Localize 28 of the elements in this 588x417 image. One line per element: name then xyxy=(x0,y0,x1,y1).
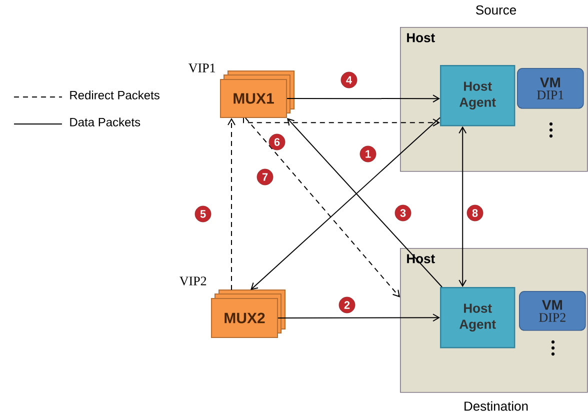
arrow xyxy=(228,118,236,290)
mux-stack: MUX1 xyxy=(220,70,294,118)
callout-number: 7 xyxy=(256,168,274,186)
callout-number: 8 xyxy=(466,204,484,222)
legend-label: Data Packets xyxy=(70,118,140,126)
caption-label: Source xyxy=(476,5,516,15)
callout-number: 1 xyxy=(360,146,376,162)
callout-number: 5 xyxy=(194,206,212,222)
agent-box: Host Agent xyxy=(440,287,516,348)
caption-label: VIP2 xyxy=(180,276,206,286)
arrow xyxy=(458,126,467,287)
callout-number: 4 xyxy=(340,72,358,88)
arrow xyxy=(278,314,440,322)
agent-box: Host Agent xyxy=(440,65,516,126)
arrow xyxy=(243,118,440,127)
callout-number: 6 xyxy=(268,134,286,150)
callout-number: 3 xyxy=(394,204,412,222)
arrow xyxy=(287,118,442,288)
mux-stack: MUX2 xyxy=(211,290,286,338)
legend-label: Redirect Packets xyxy=(70,90,160,100)
arrow xyxy=(250,117,440,290)
vm-box: VM DIP1 xyxy=(517,68,584,109)
vm-box: VM DIP2 xyxy=(519,291,586,331)
arrow xyxy=(286,94,440,103)
caption-label: Destination xyxy=(464,401,528,411)
callout-number: 2 xyxy=(338,296,356,314)
caption-label: VIP1 xyxy=(188,64,216,72)
arrow xyxy=(245,118,400,298)
